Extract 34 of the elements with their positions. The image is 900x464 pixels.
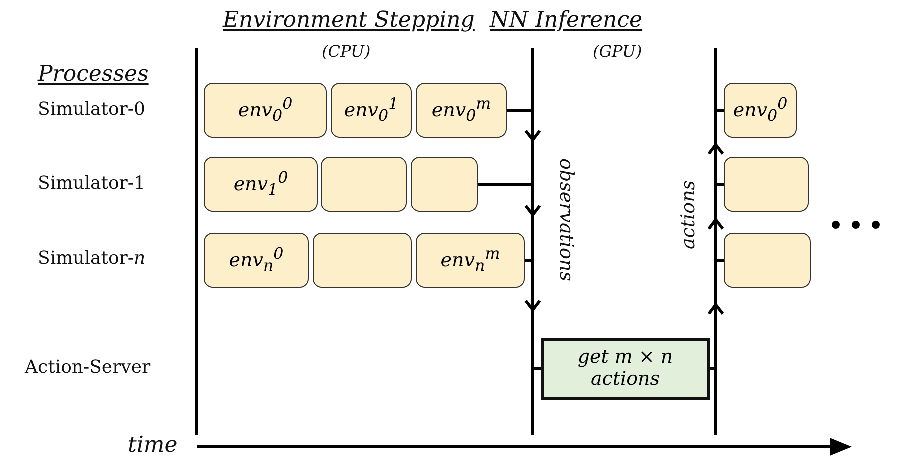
axis-label: time <box>128 433 178 458</box>
process-label: get m × n actions <box>576 347 674 391</box>
device-label: (GPU) <box>593 42 642 61</box>
connector-line <box>478 183 533 186</box>
empty-step-box <box>321 157 407 212</box>
process-name: Action-Server <box>25 357 151 378</box>
env-step-box <box>416 233 525 288</box>
process-name: Simulator-1 <box>38 173 146 194</box>
connector-line <box>533 368 541 370</box>
empty-step-box <box>313 233 412 288</box>
flow-label: actions <box>677 180 700 250</box>
action-server-box <box>541 338 710 400</box>
env-step-box <box>204 233 309 288</box>
flow-label: observations <box>554 158 577 282</box>
process-name: Simulator-n <box>38 248 146 269</box>
connector-line <box>716 183 724 186</box>
env-step-box <box>204 83 327 138</box>
env-step-box <box>724 83 797 138</box>
connector-line <box>525 259 533 262</box>
device-label: (CPU) <box>322 42 371 61</box>
connector-line <box>716 259 724 262</box>
column-heading: Processes <box>38 62 149 87</box>
connector-line <box>716 109 724 112</box>
env-step-box <box>331 83 412 138</box>
empty-step-box <box>724 233 811 288</box>
process-name: Simulator-0 <box>38 99 146 120</box>
connector-line <box>710 368 716 370</box>
env-step-box <box>204 157 318 212</box>
connector-line <box>507 109 533 112</box>
empty-step-box <box>724 157 809 212</box>
env-step-box <box>416 83 507 138</box>
empty-step-box <box>411 157 478 212</box>
section-heading: NN Inference <box>490 8 643 33</box>
section-heading: Environment Stepping <box>223 8 475 33</box>
